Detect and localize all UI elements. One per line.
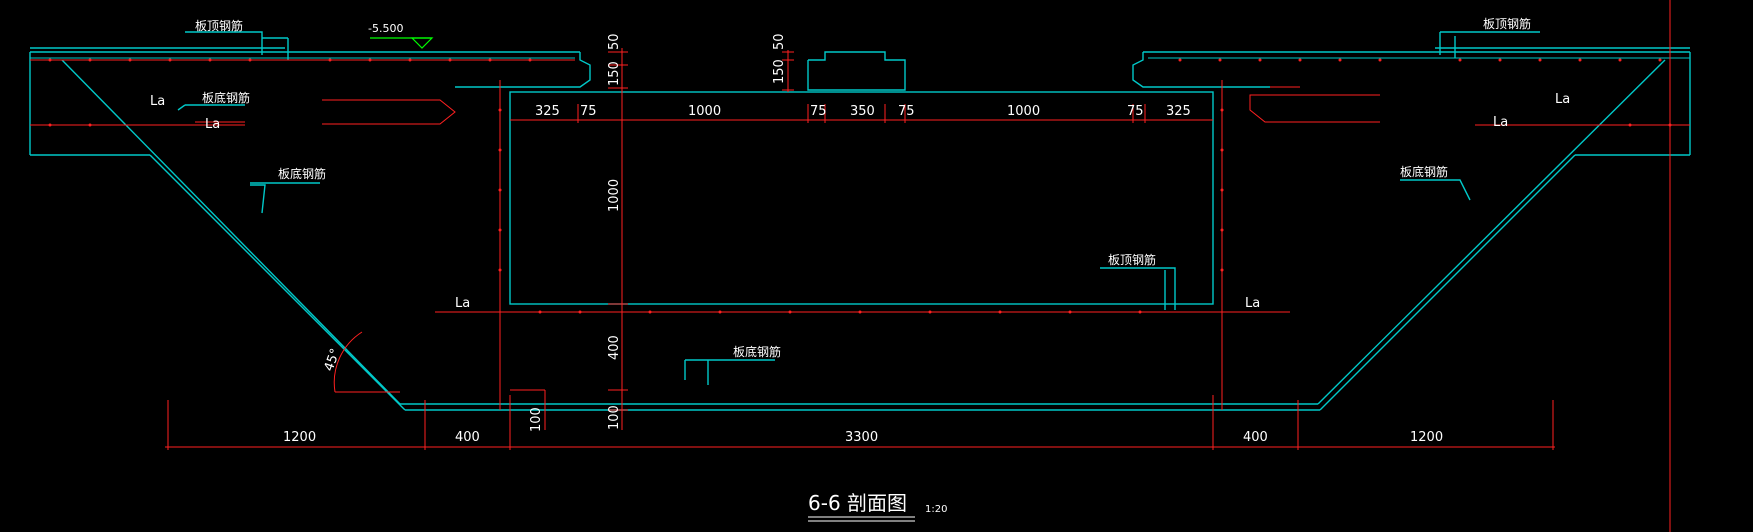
angle-label: 45°	[322, 347, 344, 374]
dim-bottom-1200-left: 1200	[283, 430, 316, 445]
rebar-label-bottom-center: 板底钢筋	[733, 344, 781, 359]
dim-beam-150: 150	[772, 59, 787, 84]
la-label-2: La	[205, 117, 220, 132]
dim-vert-400: 400	[607, 335, 622, 360]
la-label-4: La	[1493, 115, 1508, 130]
drawing-title: 6-6 剖面图	[808, 491, 907, 515]
dim-vert-50: 50	[607, 33, 622, 50]
rebar-dots	[48, 58, 1672, 314]
dim-vert-100: 100	[607, 405, 622, 430]
dim-vert-150: 150	[607, 61, 622, 86]
dim-top-75-d: 75	[1127, 104, 1144, 119]
rebar-label-bottom-right: 板底钢筋	[1400, 164, 1448, 179]
rebar-label-top-right: 板顶钢筋	[1483, 16, 1531, 31]
dim-top-1000-right: 1000	[1007, 104, 1040, 119]
dim-top-75-b: 75	[810, 104, 827, 119]
dim-beam-50: 50	[772, 33, 787, 50]
drawing-title-block: 6-6 剖面图 1:20	[808, 491, 947, 522]
dim-top-75-c: 75	[898, 104, 915, 119]
dim-bottom-400-left: 400	[455, 430, 480, 445]
dim-bottom-3300: 3300	[845, 430, 878, 445]
la-label-3: La	[1555, 92, 1570, 107]
dim-bottom-1200-right: 1200	[1410, 430, 1443, 445]
dimension-lines	[30, 0, 1690, 532]
dim-top-1000-left: 1000	[688, 104, 721, 119]
dim-bottom-400-right: 400	[1243, 430, 1268, 445]
rebar-label-top-center: 板顶钢筋	[1108, 252, 1156, 267]
rebar-label-bottom-left: 板底钢筋	[202, 90, 250, 105]
dim-top-325-left: 325	[535, 104, 560, 119]
drawing-scale: 1:20	[925, 504, 947, 515]
elevation-marker: -5.500	[368, 22, 434, 49]
elevation-label: -5.500	[368, 22, 403, 35]
dim-top-75-a: 75	[580, 104, 597, 119]
dim-vert-1000: 1000	[607, 179, 622, 212]
rebar-label-bottom-left-2: 板底钢筋	[278, 166, 326, 181]
la-label-1: La	[150, 94, 165, 109]
dim-top-350: 350	[850, 104, 875, 119]
dim-top-325-right: 325	[1166, 104, 1191, 119]
la-label-6: La	[1245, 296, 1260, 311]
la-label-5: La	[455, 296, 470, 311]
dim-small-100: 100	[529, 407, 544, 432]
rebar-label-top-left: 板顶钢筋	[195, 18, 243, 33]
slab-outline	[29, 31, 1691, 411]
